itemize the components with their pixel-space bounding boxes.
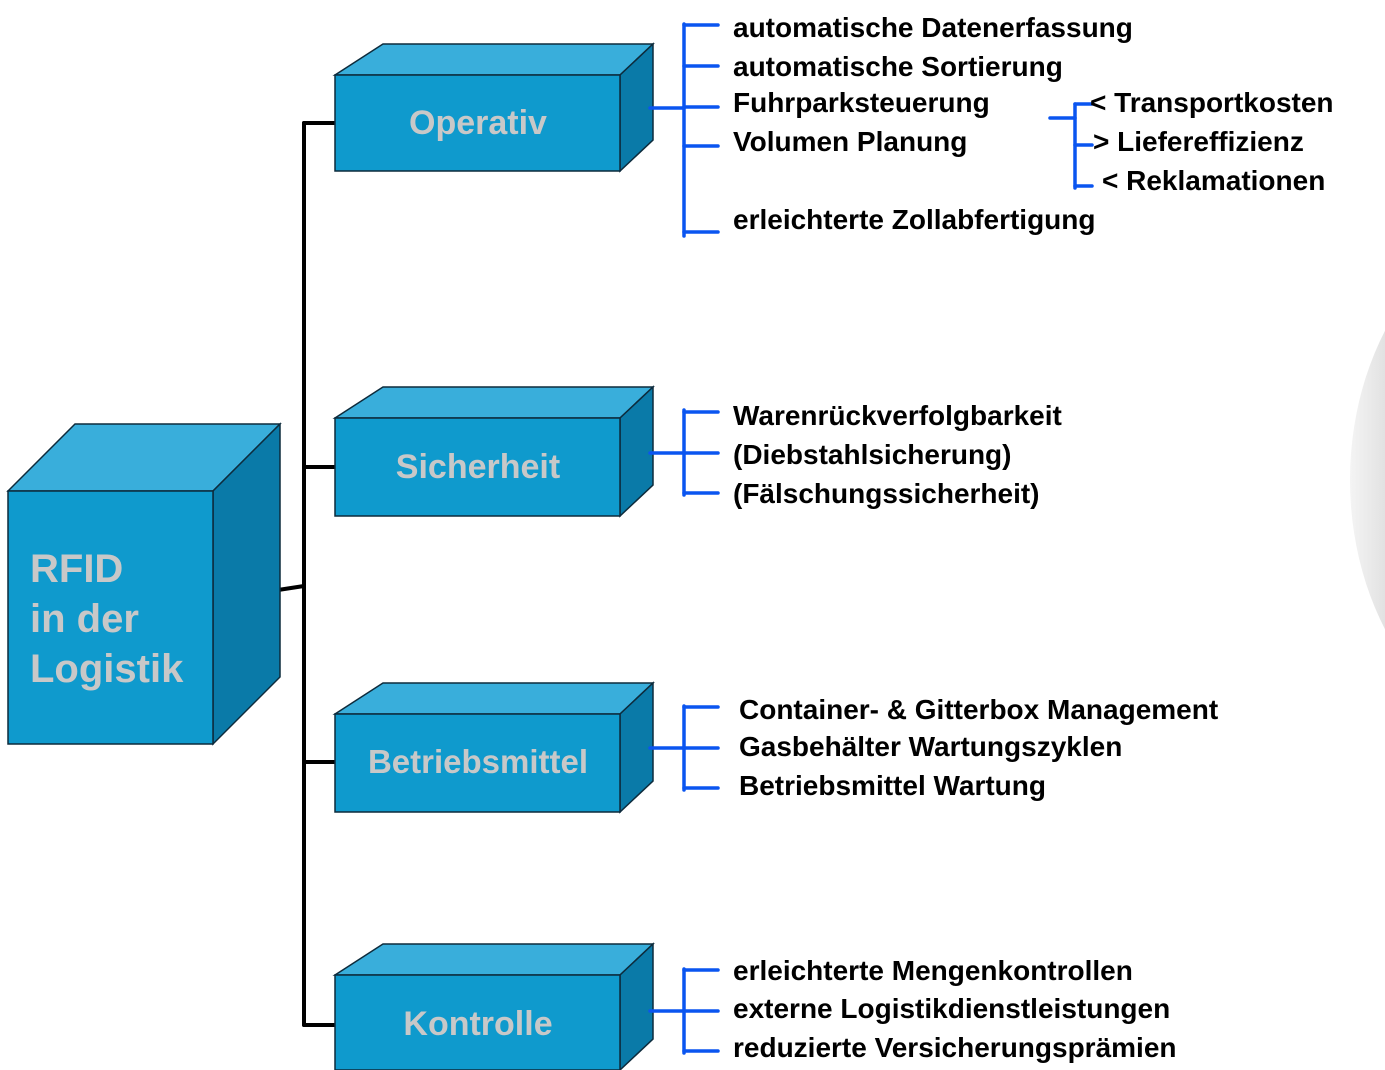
list-item: (Diebstahlsicherung) [733, 439, 1011, 470]
list-item: Fuhrparksteuerung [733, 87, 990, 118]
list-item: (Fälschungssicherheit) [733, 478, 1040, 509]
connector-tree [276, 121, 337, 1027]
root-connector [276, 584, 306, 592]
cube-top [332, 682, 655, 715]
cube-front [334, 74, 621, 172]
cube-front [334, 713, 621, 813]
category-label-kontrolle: Kontrolle [403, 1005, 552, 1043]
list-item: Betriebsmittel Wartung [739, 770, 1046, 801]
root-label-line: Logistik [30, 647, 184, 691]
sub-list-item: < Transportkosten [1090, 87, 1334, 118]
items-betriebsmittel: Container- & Gitterbox Management Gasbeh… [739, 694, 1218, 801]
items-kontrolle: erleichterte Mengenkontrollen externe Lo… [733, 955, 1177, 1063]
cube-front [334, 417, 621, 517]
cube-top [332, 43, 655, 76]
sub-list-item: > Liefereffizienz [1093, 126, 1304, 157]
list-item: erleichterte Zollabfertigung [733, 204, 1096, 235]
list-item: erleichterte Mengenkontrollen [733, 955, 1133, 986]
category-cube-betriebsmittel: Betriebsmittel [332, 681, 655, 814]
list-item: Container- & Gitterbox Management [739, 694, 1218, 725]
category-cube-kontrolle: Kontrolle [332, 942, 655, 1070]
list-item: Gasbehälter Wartungszyklen [739, 731, 1122, 762]
decorative-ellipse [1350, 330, 1385, 630]
bracket-operativ-sub [1048, 102, 1094, 190]
category-label-betriebsmittel: Betriebsmittel [368, 743, 588, 780]
list-item: Volumen Planung [733, 126, 967, 157]
bracket-sicherheit [648, 408, 720, 497]
list-item: automatische Datenerfassung [733, 12, 1133, 43]
category-label-operativ: Operativ [409, 104, 547, 142]
category-cube-sicherheit: Sicherheit [332, 385, 655, 518]
bracket-operativ [648, 22, 720, 238]
cube-front [334, 974, 621, 1070]
cube-top [332, 943, 655, 976]
root-label: RFID in der Logistik [30, 547, 184, 691]
cube-top [332, 386, 655, 419]
sub-list-item: < Reklamationen [1102, 165, 1325, 196]
items-sicherheit: Warenrückverfolgbarkeit (Diebstahlsicher… [733, 400, 1062, 509]
root-label-line: in der [30, 597, 139, 641]
bracket-betriebsmittel [648, 704, 720, 792]
category-label-sicherheit: Sicherheit [396, 448, 560, 486]
list-item: Warenrückverfolgbarkeit [733, 400, 1062, 431]
root-cube-front [7, 490, 214, 745]
list-item: externe Logistikdienstleistungen [733, 993, 1170, 1024]
category-cube-operativ: Operativ [332, 42, 655, 173]
root-cube: RFID in der Logistik [6, 422, 282, 746]
sub-items-operativ: < Transportkosten > Liefereffizienz < Re… [1090, 87, 1334, 196]
list-item: automatische Sortierung [733, 51, 1063, 82]
items-operativ: automatische Datenerfassung automatische… [733, 12, 1133, 235]
list-item: reduzierte Versicherungsprämien [733, 1032, 1177, 1063]
bracket-kontrolle [648, 967, 720, 1055]
root-label-line: RFID [30, 547, 123, 591]
